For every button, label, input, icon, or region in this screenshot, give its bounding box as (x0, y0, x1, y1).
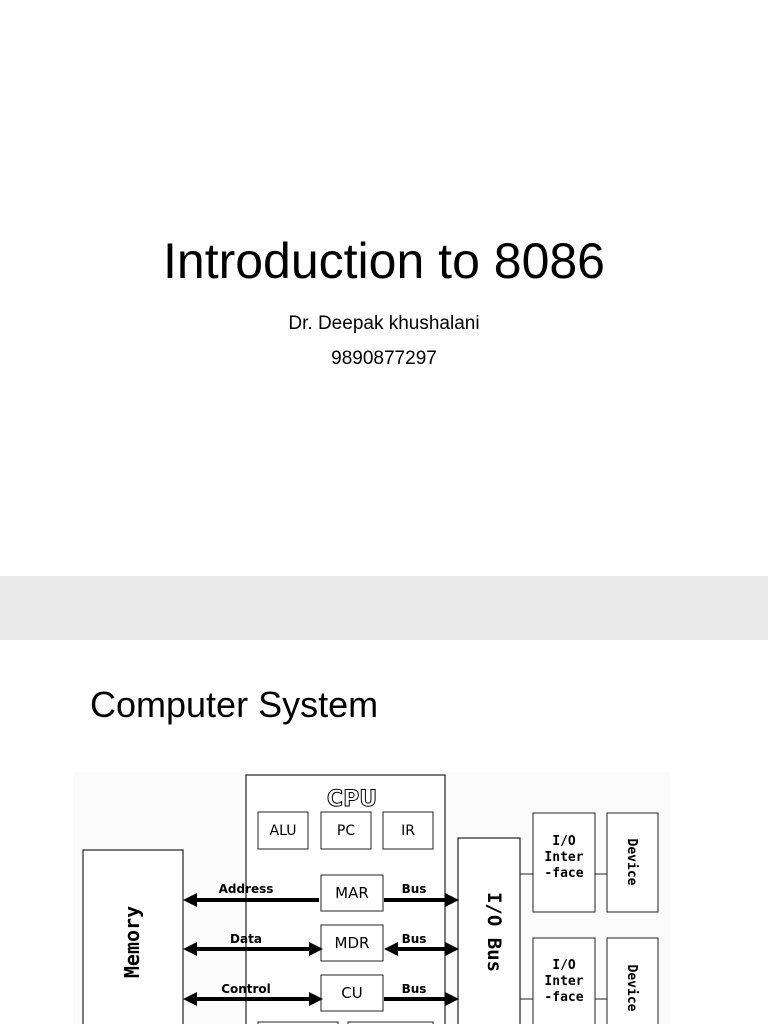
io-interface-1-line-2: Inter (544, 850, 583, 865)
io-interface-box-1 (532, 812, 596, 913)
control-label: Control (221, 982, 271, 996)
author-name: Dr. Deepak khushalani (288, 313, 480, 334)
pc-label: PC (337, 823, 355, 839)
ir-label: IR (401, 823, 415, 839)
title-slide: Introduction to 8086 Dr. Deepak khushala… (0, 0, 768, 576)
mdr-box (320, 924, 384, 962)
bus-label-3: Bus (402, 982, 427, 996)
io-bus-label: I/O Bus (483, 892, 505, 972)
mar-box (320, 874, 384, 912)
cu-box (320, 974, 384, 1012)
computer-system-slide: Computer System Memory CPU ALU PC IR M (0, 640, 768, 1024)
slide-title: Introduction to 8086 (163, 233, 605, 289)
cu-label: CU (341, 984, 362, 1002)
phone-number: 9890877297 (331, 348, 437, 369)
pc-box (320, 811, 372, 850)
device-label-2: Device (624, 965, 639, 1012)
alu-label: ALU (270, 823, 297, 839)
io-interface-box-2 (532, 937, 596, 1024)
cpu-label: CPU (327, 787, 377, 812)
memory-label: Memory (120, 906, 144, 978)
device-box-2 (606, 937, 659, 1024)
mdr-label: MDR (335, 934, 370, 952)
io-interface-1-line-3: -face (544, 866, 583, 881)
io-interface-2-line-2: Inter (544, 974, 583, 989)
bus-label-2: Bus (402, 932, 427, 946)
address-label: Address (219, 882, 274, 896)
data-label: Data (230, 932, 262, 946)
ir-box (382, 811, 434, 850)
io-interface-2-line-3: -face (544, 990, 583, 1005)
device-box-1 (606, 812, 659, 913)
alu-box (257, 811, 309, 850)
mar-label: MAR (335, 884, 369, 902)
memory-box (82, 849, 184, 1024)
io-interface-1-line-1: I/O (552, 834, 576, 849)
slide-title: Computer System (90, 684, 379, 725)
computer-system-diagram: Memory CPU ALU PC IR MAR MDR CU I/O Bus (73, 772, 670, 1024)
io-bus-box (457, 837, 521, 1024)
device-label-1: Device (624, 839, 639, 886)
io-interface-2-line-1: I/O (552, 958, 576, 973)
bus-label-1: Bus (402, 882, 427, 896)
